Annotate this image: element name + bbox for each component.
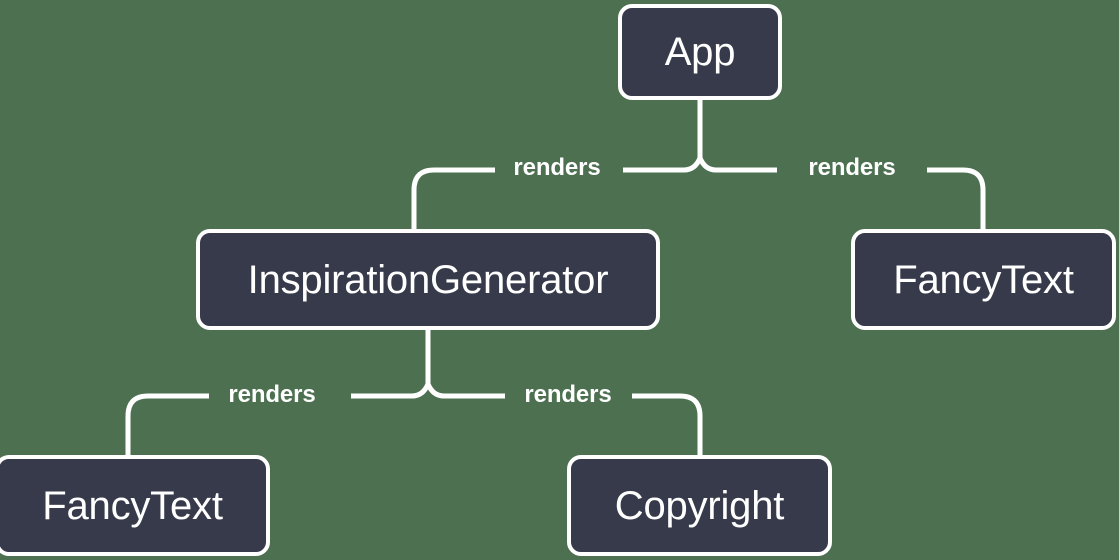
- edge-app-to-inspirationgenerator-right-seg: [623, 156, 703, 173]
- edge-ig-to-copyright-right-seg: [632, 393, 703, 455]
- edge-app-to-inspirationgenerator-left-seg: [411, 167, 495, 229]
- edge-label-inspirationgenerator-to-copyright: renders: [524, 381, 612, 408]
- node-fancytext-left[interactable]: FancyText: [0, 455, 270, 556]
- edge-label-app-to-inspirationgenerator: renders: [513, 154, 601, 181]
- node-app[interactable]: App: [618, 4, 782, 100]
- node-fancytext-right[interactable]: FancyText: [851, 229, 1116, 330]
- edge-label-app-to-fancytext-right: renders: [808, 154, 896, 181]
- node-inspirationgenerator[interactable]: InspirationGenerator: [196, 229, 660, 330]
- node-fancytext-left-label: FancyText: [42, 483, 223, 528]
- node-inspirationgenerator-label: InspirationGenerator: [247, 257, 609, 302]
- node-copyright[interactable]: Copyright: [567, 455, 832, 556]
- edge-app-to-fancytext-right-right-seg: [927, 167, 986, 229]
- edge-app-to-fancytext-right-left-seg: [697, 156, 777, 173]
- edge-ig-to-fancytext-left-right-seg: [351, 382, 431, 399]
- edge-ig-to-fancytext-left-left-seg: [125, 393, 209, 455]
- node-app-label: App: [664, 30, 736, 74]
- edge-label-inspirationgenerator-to-fancytext-left: renders: [228, 381, 316, 408]
- node-fancytext-right-label: FancyText: [893, 257, 1074, 302]
- edge-ig-to-copyright-left-seg: [425, 382, 505, 399]
- node-copyright-label: Copyright: [614, 483, 785, 528]
